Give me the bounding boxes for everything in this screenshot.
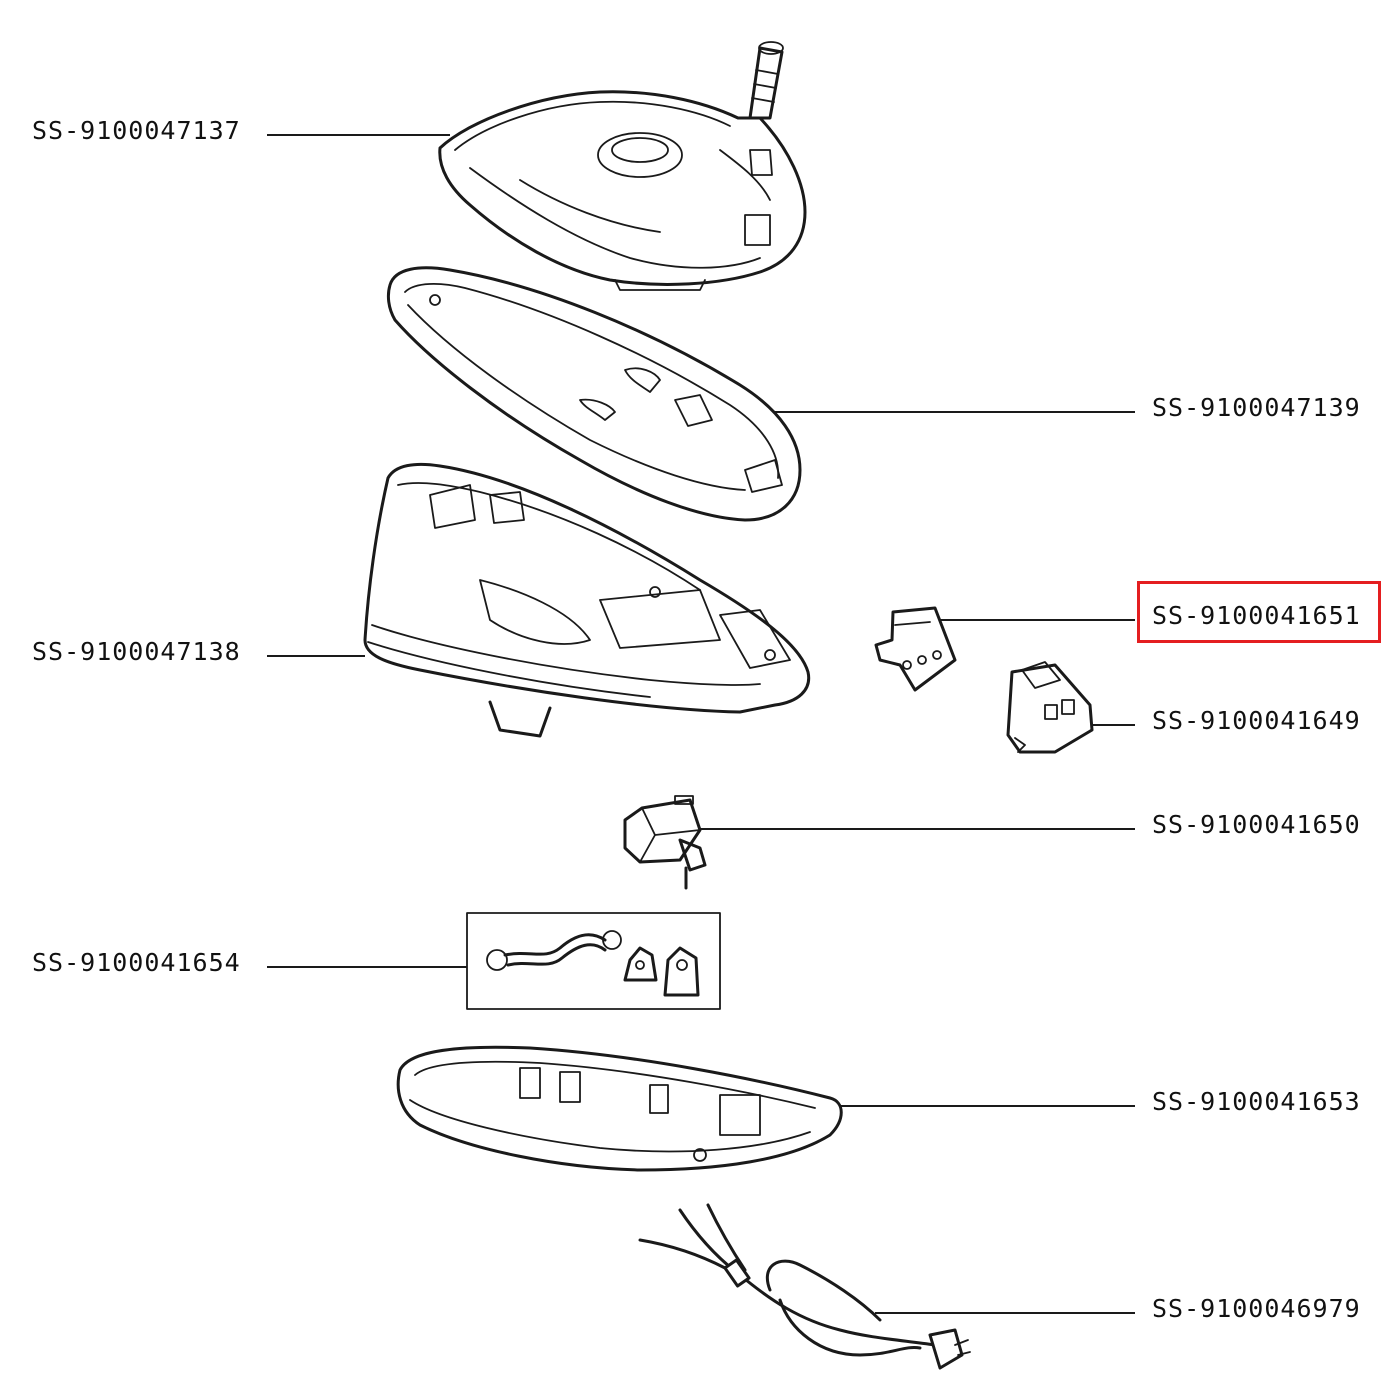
part-number-power-cord[interactable]: SS-9100046979 [1152, 1294, 1361, 1323]
part-number-base-shell[interactable]: SS-9100047138 [32, 637, 241, 666]
part-number-upper-housing[interactable]: SS-9100047137 [32, 116, 241, 145]
part-number-hose-kit[interactable]: SS-9100041654 [32, 948, 241, 977]
hose-kit-drawing [466, 912, 721, 1010]
part-number-pump[interactable]: SS-9100041650 [1152, 810, 1361, 839]
power-cord-drawing [638, 1203, 971, 1370]
part-number-switch-module[interactable]: SS-9100041649 [1152, 706, 1361, 735]
base-shell-drawing [363, 462, 811, 738]
part-number-circuit-board[interactable]: SS-9100041651 [1152, 601, 1361, 630]
circuit-board-drawing [874, 606, 957, 692]
switch-module-drawing [1006, 661, 1094, 754]
part-number-bottom-base[interactable]: SS-9100041653 [1152, 1087, 1361, 1116]
selected-part-highlight [1137, 581, 1381, 643]
leader-lines [267, 134, 1135, 1314]
bottom-base-drawing [396, 1045, 843, 1172]
part-number-cover-plate[interactable]: SS-9100047139 [1152, 393, 1361, 422]
pump-drawing [623, 795, 707, 890]
upper-housing-drawing [438, 41, 807, 291]
cover-plate-drawing [386, 266, 802, 522]
